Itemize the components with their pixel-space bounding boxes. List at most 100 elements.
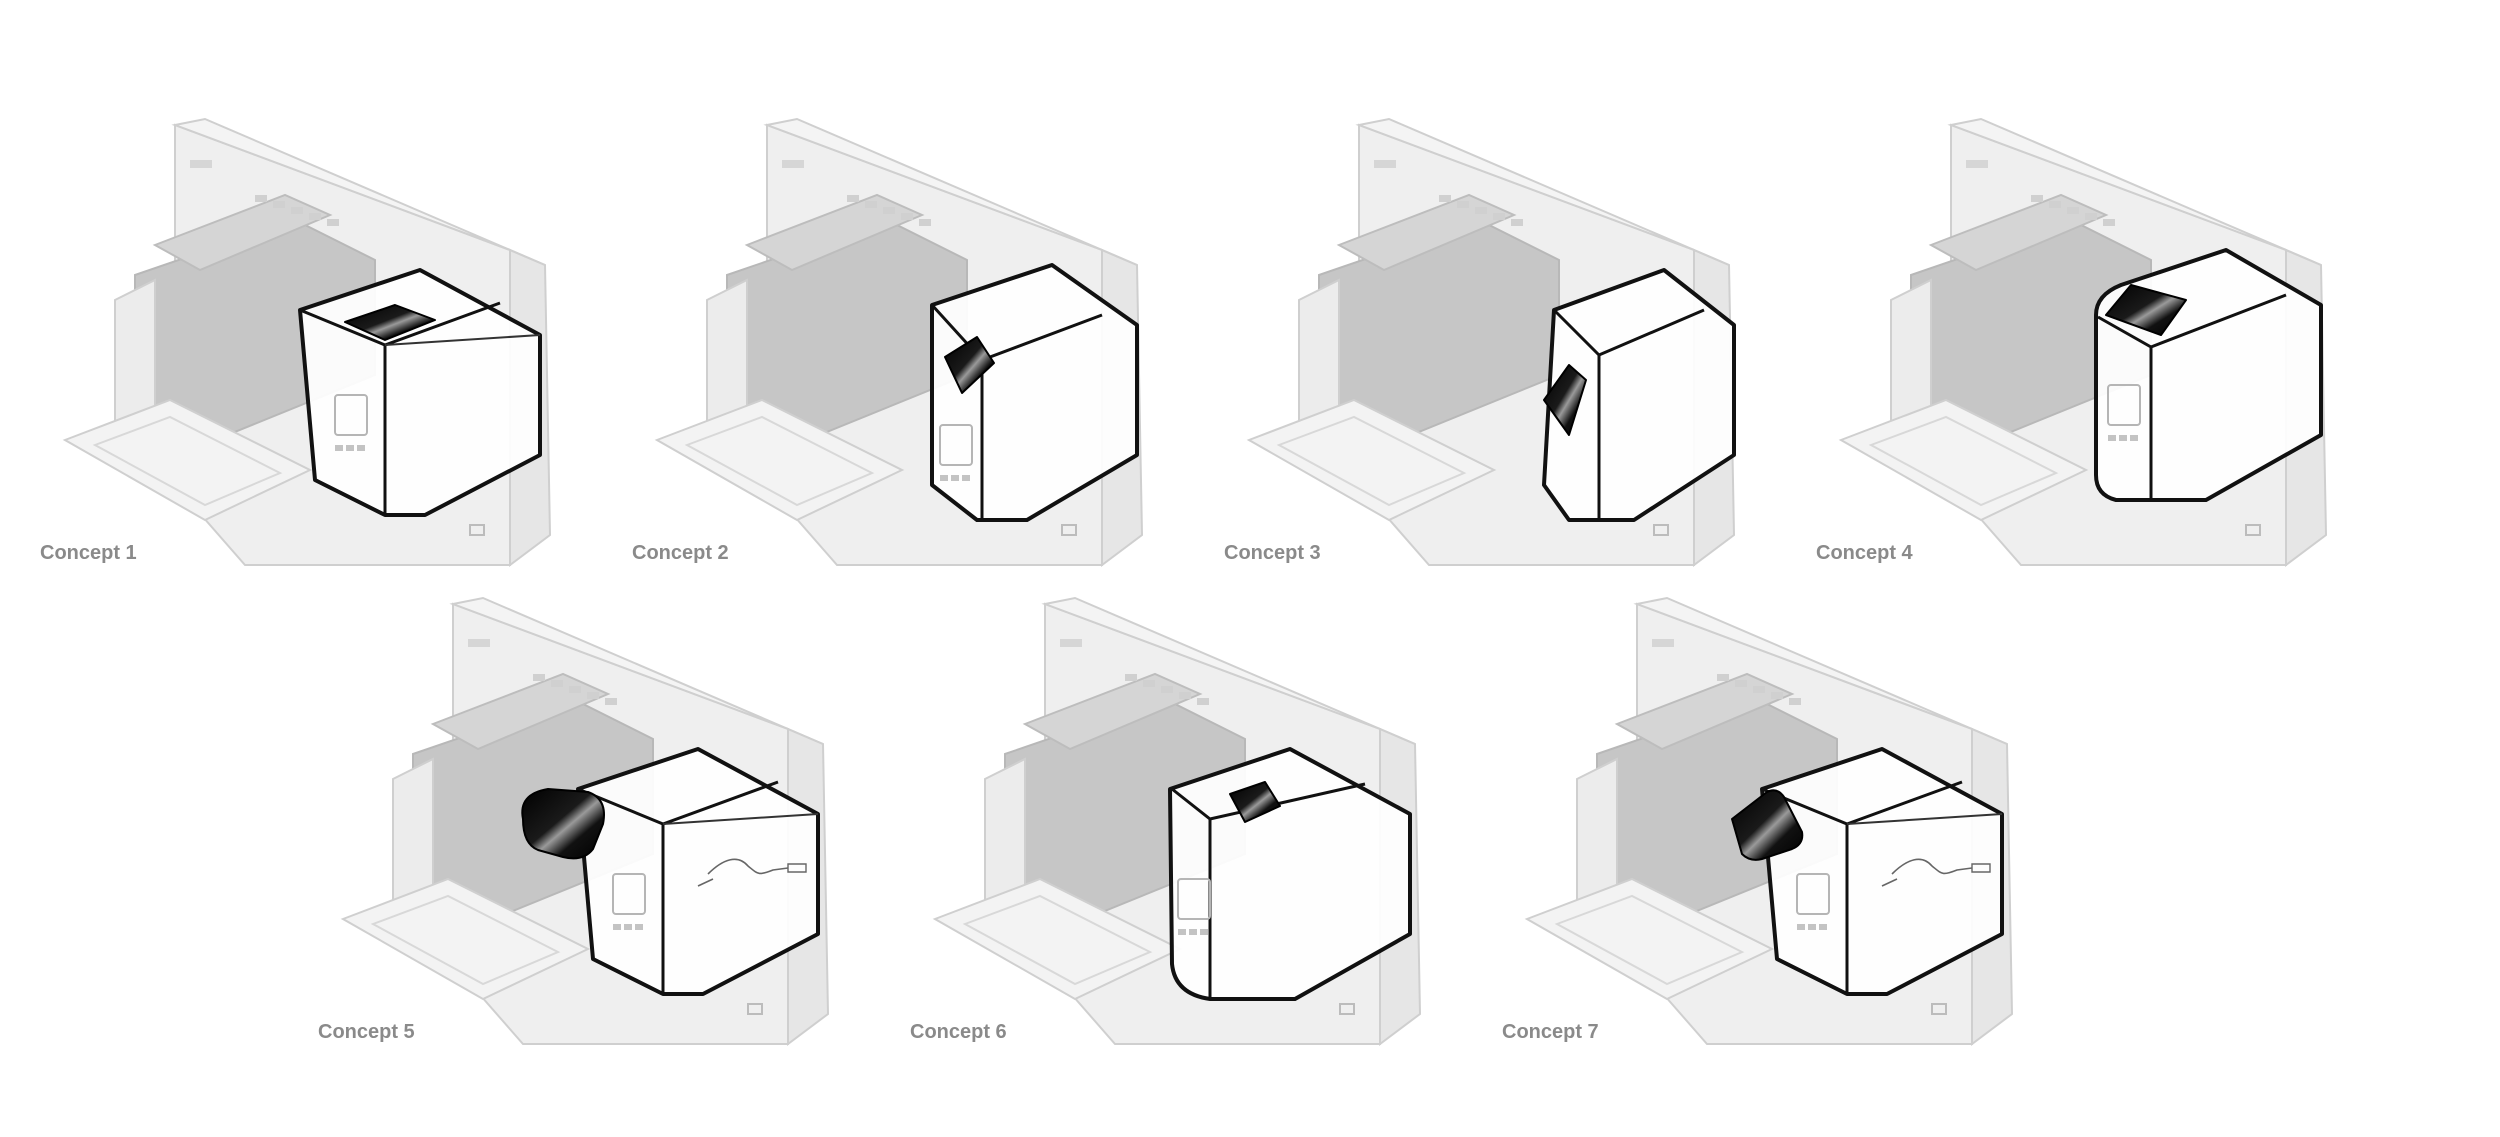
panel-button	[255, 195, 267, 202]
front-button	[613, 924, 621, 930]
front-button	[335, 445, 343, 451]
concept-3-panel: Concept 3	[1224, 115, 1784, 615]
panel-button	[1717, 674, 1729, 681]
feeder	[152, 193, 333, 272]
front-display	[2107, 384, 2141, 426]
concept-2-label: Concept 2	[632, 542, 729, 564]
front-tray-detail	[1276, 415, 1467, 507]
display-screen	[344, 304, 436, 341]
panel-button	[1511, 219, 1523, 226]
panel-button	[1125, 674, 1137, 681]
panel-button	[1475, 207, 1487, 214]
cable-connector	[787, 863, 807, 873]
display-screen	[1543, 364, 1587, 436]
front-button	[940, 475, 948, 481]
front-button	[1808, 924, 1816, 930]
module-flat-top-tethered	[521, 747, 820, 996]
concept-1-panel: Concept 1	[40, 115, 600, 615]
port-indicator	[469, 524, 485, 536]
concept-1-label: Concept 1	[40, 542, 137, 564]
feeder	[1928, 193, 2109, 272]
module-flat-top-tethered	[1731, 747, 2004, 996]
panel-button	[1161, 686, 1173, 693]
module-sloped-front	[930, 263, 1139, 522]
concept-6-label: Concept 6	[910, 1021, 1007, 1043]
front-display	[1177, 878, 1211, 920]
concept-3-label: Concept 3	[1224, 542, 1321, 564]
logo-badge	[468, 639, 490, 647]
front-button	[2119, 435, 2127, 441]
display-screen	[1731, 789, 1804, 861]
concept-7-label: Concept 7	[1502, 1021, 1599, 1043]
module-outline	[576, 747, 820, 996]
front-display	[334, 394, 368, 436]
panel-button	[1197, 698, 1209, 705]
concept-5-panel: Concept 5	[318, 594, 878, 1094]
panel-button	[1735, 680, 1747, 687]
front-tray-detail	[684, 415, 875, 507]
front-display	[612, 873, 646, 915]
panel-button	[533, 674, 545, 681]
tether-cable	[1881, 858, 1973, 887]
display-screen	[944, 336, 995, 394]
concept-6-panel: Concept 6	[910, 594, 1470, 1094]
housing-top	[171, 117, 546, 266]
feeder	[744, 193, 925, 272]
front-display	[939, 424, 973, 466]
housing-top	[1947, 117, 2322, 266]
front-button	[357, 445, 365, 451]
front-button	[2108, 435, 2116, 441]
module-framed-top	[1168, 747, 1412, 1001]
front-tray-detail	[92, 415, 283, 507]
front-tray-detail	[1554, 894, 1745, 986]
concept-6-illustration	[932, 596, 1422, 1046]
front-tray-detail	[962, 894, 1153, 986]
logo-badge	[190, 160, 212, 168]
front-tray	[1246, 398, 1497, 522]
concept-1-illustration	[62, 117, 552, 567]
panel-button	[1753, 686, 1765, 693]
front-tray	[340, 877, 591, 1001]
panel-button	[551, 680, 563, 687]
front-button	[951, 475, 959, 481]
panel-button	[1439, 195, 1451, 202]
concept-7-illustration	[1524, 596, 2014, 1046]
front-button	[635, 924, 643, 930]
logo-badge	[1652, 639, 1674, 647]
concept-4-panel: Concept 4	[1816, 115, 2376, 615]
front-button	[1200, 929, 1208, 935]
module-outline	[1542, 268, 1736, 522]
panel-button	[2103, 219, 2115, 226]
panel-button	[847, 195, 859, 202]
module-ridge	[384, 334, 541, 346]
port-indicator	[2245, 524, 2261, 536]
front-button	[1819, 924, 1827, 930]
housing-top	[449, 596, 824, 745]
cable-connector	[1971, 863, 1991, 873]
panel-button	[2085, 213, 2097, 220]
panel-button	[1493, 213, 1505, 220]
module-rounded-top	[2094, 248, 2323, 502]
concept-7-panel: Concept 7	[1502, 594, 2062, 1094]
concept-2-panel: Concept 2	[632, 115, 1192, 615]
logo-badge	[1060, 639, 1082, 647]
logo-badge	[1374, 160, 1396, 168]
port-indicator	[1931, 1003, 1947, 1015]
front-button	[962, 475, 970, 481]
front-button	[2130, 435, 2138, 441]
housing-top	[1633, 596, 2008, 745]
panel-button	[569, 686, 581, 693]
front-tray	[1838, 398, 2089, 522]
panel-button	[901, 213, 913, 220]
display-screen	[1229, 781, 1281, 823]
port-indicator	[1339, 1003, 1355, 1015]
housing-top	[1355, 117, 1730, 266]
panel-button	[1179, 692, 1191, 699]
concept-5-illustration	[340, 596, 830, 1046]
front-button	[1189, 929, 1197, 935]
front-display	[1796, 873, 1830, 915]
module-ridge	[662, 813, 819, 825]
front-button	[1797, 924, 1805, 930]
housing-top	[1041, 596, 1416, 745]
front-tray	[654, 398, 905, 522]
